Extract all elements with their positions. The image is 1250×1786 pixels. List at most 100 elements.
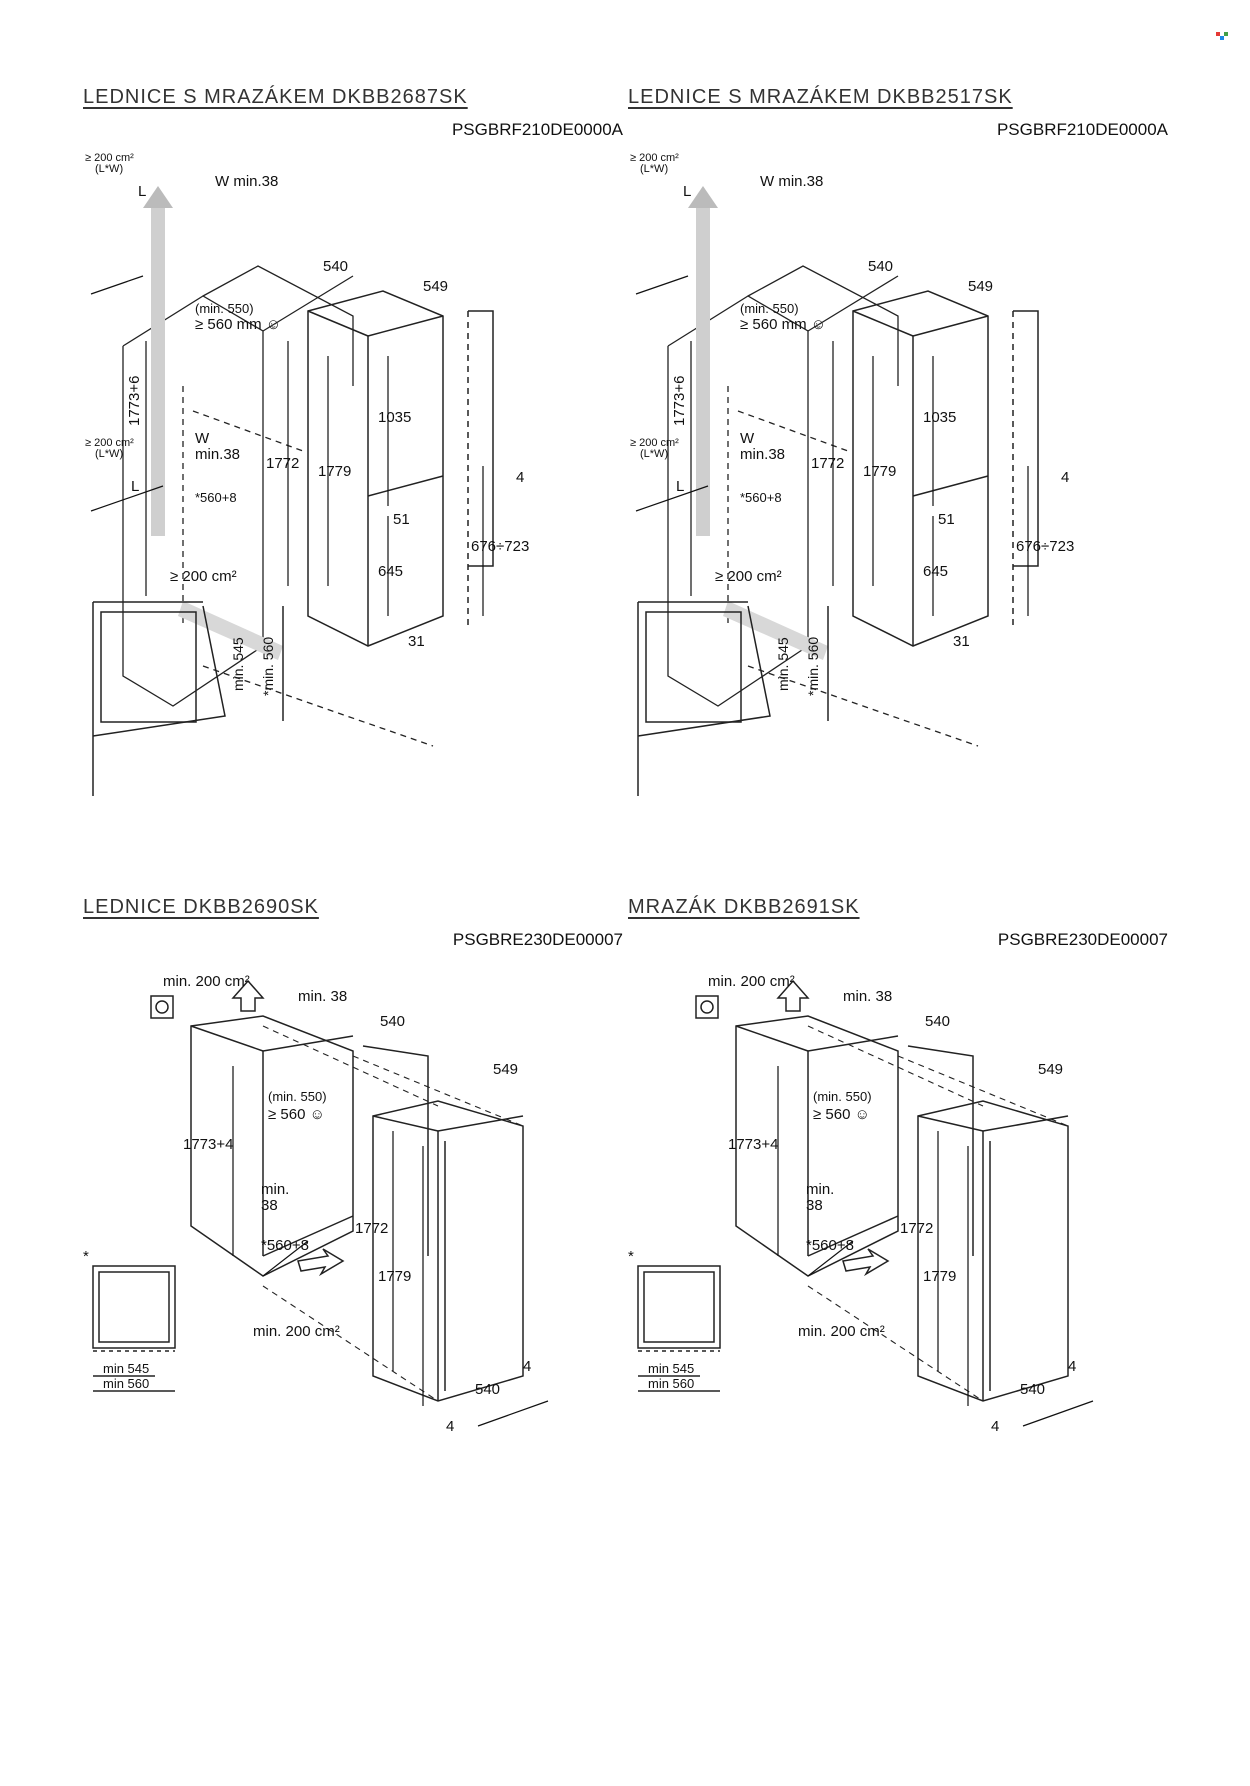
door-range-label: 676÷723 [471, 538, 529, 555]
depth-min-560: ≥ 560 ☺ [813, 1106, 870, 1123]
gap-31-label: 31 [408, 633, 425, 650]
w-mid-label: min. [806, 1181, 834, 1198]
height-645-label: 645 [378, 563, 403, 580]
plinth-inset [92, 601, 284, 796]
width-540-label: 540 [323, 258, 348, 275]
vent-top-label: ≥ 200 cm² [85, 152, 134, 164]
vent-top-label: ≥ 200 cm² [630, 152, 679, 164]
svg-text:≥ 200 cm²: ≥ 200 cm² [85, 152, 134, 164]
installation-diagram: min. 200 cm² min. 38 540 549 (min. 550) … [628, 973, 1094, 1435]
door-range-label: 676÷723 [1016, 538, 1074, 555]
vent-mid-label: ≥ 200 cm² [85, 437, 134, 449]
height-1772-label: 1772 [811, 455, 844, 472]
width-560-label: *560+8 [261, 1237, 309, 1254]
panel-title: LEDNICE S MRAZÁKEM DKBB2687SK [83, 86, 468, 108]
niche-height-label: 1773+4 [728, 1136, 778, 1153]
vent-bottom-label: min. 200 cm² [798, 1323, 885, 1340]
dimension-lines [232, 1066, 549, 1427]
gap-51-label: 51 [393, 511, 410, 528]
w-mid-value: min.38 [195, 446, 240, 463]
w-mid-value: 38 [261, 1197, 278, 1214]
height-1779-label: 1779 [923, 1268, 956, 1285]
w-mid-label: W [740, 430, 755, 447]
star-mark: * [83, 1248, 89, 1265]
min-560-label: *min. 560 [260, 637, 276, 696]
depth-min-560: ≥ 560 mm ☺ [195, 316, 281, 333]
panel-code: PSGBRE230DE00007 [997, 930, 1168, 949]
width-540-label: 540 [925, 1013, 950, 1030]
length-label-mid: L [131, 478, 139, 495]
installation-diagram: ≥ 200 cm² (L*W) L W min.38 540 549 (min.… [630, 152, 1074, 796]
panel-dkbb2517sk: LEDNICE S MRAZÁKEM DKBB2517SK PSGBRF210D… [628, 86, 1168, 806]
dimension-lines [90, 275, 484, 616]
vent-bottom-label: min. 200 cm² [253, 1323, 340, 1340]
plinth-inset [637, 1265, 721, 1392]
corner-logo-icon [1216, 32, 1228, 40]
gap-4-label: 4 [1061, 469, 1069, 486]
niche-height-label: 1773+6 [671, 376, 688, 426]
w-top-label: W min.38 [215, 173, 278, 190]
min-560-label: min 560 [648, 1376, 694, 1391]
gap-4a-label: 4 [523, 1358, 531, 1375]
niche-outline [122, 265, 434, 747]
width-560-label: *560+8 [806, 1237, 854, 1254]
depth-min-560: ≥ 560 mm ☺ [740, 316, 826, 333]
niche-height-label: 1773+4 [183, 1136, 233, 1153]
socket-icon [695, 995, 719, 1019]
panel-dkbb2690sk: LEDNICE DKBB2690SK PSGBRE230DE00007 [83, 896, 623, 1616]
vent-arrow-icon [776, 979, 890, 1277]
min-545-label: min. 545 [230, 637, 246, 691]
socket-icon [150, 995, 174, 1019]
gap-51-label: 51 [938, 511, 955, 528]
niche-outline [150, 995, 524, 1402]
w-top-label: W min.38 [760, 173, 823, 190]
min-545-label: min 545 [648, 1361, 694, 1376]
width-540-label: 540 [868, 258, 893, 275]
panel-title: LEDNICE S MRAZÁKEM DKBB2517SK [628, 86, 1013, 108]
dimension-lines [777, 1066, 1094, 1427]
vent-top-label: min. 200 cm² [163, 973, 250, 990]
depth-549-label: 549 [493, 1061, 518, 1078]
min-545-label: min 545 [103, 1361, 149, 1376]
width-560-label: *560+8 [740, 490, 782, 505]
height-1779-label: 1779 [378, 1268, 411, 1285]
vent-mid-label: ≥ 200 cm² [630, 437, 679, 449]
vent-top-sub: (L*W) [640, 163, 668, 175]
vent-mid-sub: (L*W) [95, 448, 123, 460]
w-top-label: min. 38 [843, 988, 892, 1005]
width-540-label: 540 [380, 1013, 405, 1030]
star-mark: * [628, 1248, 634, 1265]
panel-title: LEDNICE DKBB2690SK [83, 896, 319, 918]
gap-4b-label: 4 [446, 1418, 454, 1435]
airflow-arrow-icon [143, 186, 283, 660]
vent-top-sub: (L*W) [95, 163, 123, 175]
width-540b-label: 540 [475, 1381, 500, 1398]
depth-min-560: ≥ 560 ☺ [268, 1106, 325, 1123]
height-1772-label: 1772 [355, 1220, 388, 1237]
height-1035-label: 1035 [923, 409, 956, 426]
w-mid-value: min.38 [740, 446, 785, 463]
height-645-label: 645 [923, 563, 948, 580]
vent-bottom-label: ≥ 200 cm² [715, 568, 782, 585]
height-1035-label: 1035 [378, 409, 411, 426]
gap-4b-label: 4 [991, 1418, 999, 1435]
niche-height-label: 1773+6 [126, 376, 143, 426]
vent-arrow-icon [231, 979, 345, 1277]
dimension-lines [635, 275, 1029, 616]
height-1779-label: 1779 [318, 463, 351, 480]
vent-bottom-label: ≥ 200 cm² [170, 568, 237, 585]
gap-4-label: 4 [516, 469, 524, 486]
min-545-label: min. 545 [775, 637, 791, 691]
airflow-arrow-icon [688, 186, 828, 660]
depth-min-550: (min. 550) [740, 301, 799, 316]
depth-549-label: 549 [423, 278, 448, 295]
width-560-label: *560+8 [195, 490, 237, 505]
depth-549-label: 549 [1038, 1061, 1063, 1078]
panel-title: MRAZÁK DKBB2691SK [628, 896, 860, 918]
vent-top-label: min. 200 cm² [708, 973, 795, 990]
depth-min-550: (min. 550) [813, 1089, 872, 1104]
plinth-inset [637, 601, 829, 796]
depth-549-label: 549 [968, 278, 993, 295]
height-1772-label: 1772 [900, 1220, 933, 1237]
appliance-outline [307, 290, 494, 647]
